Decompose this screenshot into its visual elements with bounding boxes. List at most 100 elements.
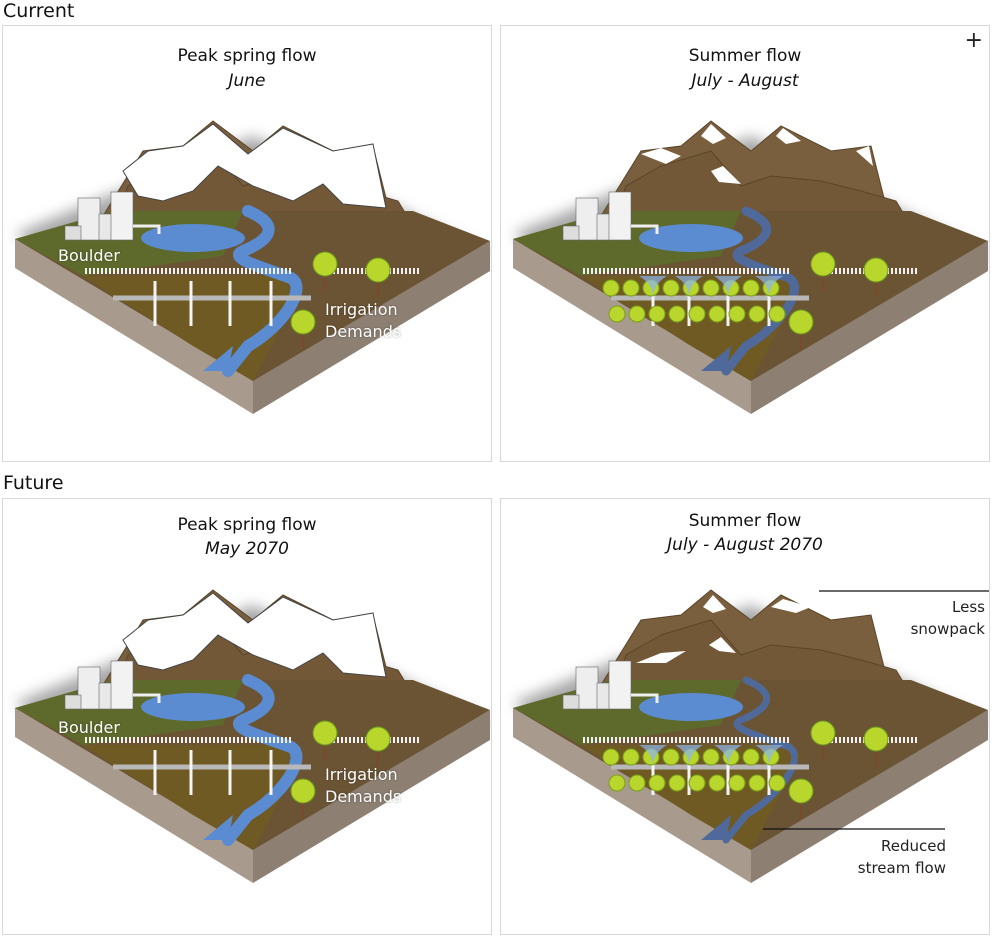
panel-subtitle: May 2070: [205, 539, 289, 559]
crop-bush: [628, 774, 646, 792]
crop-bush: [728, 305, 746, 323]
stream: [222, 205, 303, 377]
base-left-side: [513, 708, 751, 883]
water-pipe: [631, 693, 659, 703]
landscape-illustration: [15, 120, 490, 414]
crop-bush: [648, 305, 666, 323]
irrigation-label-line1: Irrigation: [325, 300, 398, 319]
tree-canopy: [365, 257, 391, 283]
stream-mouth: [203, 815, 233, 840]
crop-bush: [662, 279, 680, 297]
crop-bush: [622, 748, 640, 766]
panel-title: Peak spring flow: [177, 46, 317, 66]
crop-bush: [708, 774, 726, 792]
sprinkler-spray: [675, 276, 703, 298]
crop-bush: [662, 748, 680, 766]
farm-field: [581, 276, 801, 381]
city-building: [77, 666, 101, 710]
tree-canopy: [810, 720, 836, 746]
section-label-future: Future: [3, 472, 64, 494]
crop-bush: [608, 305, 626, 323]
snowpack: [641, 148, 681, 164]
panel-current-spring: Peak spring flow June Boulder Irrigation…: [2, 25, 492, 462]
crop-bush: [748, 774, 766, 792]
plus-icon[interactable]: +: [964, 28, 983, 53]
panel-future-summer: Summer flow July - August 2070 Less snow…: [500, 498, 990, 935]
snowpack: [122, 592, 387, 678]
crop-bush: [742, 279, 760, 297]
stream-annotation-line1: Reduced: [880, 837, 946, 855]
crop-bush: [688, 305, 706, 323]
city-building: [608, 660, 632, 710]
snowpack: [703, 595, 726, 613]
crop-bush: [668, 774, 686, 792]
snowpack: [771, 599, 811, 613]
crop-bush: [628, 305, 646, 323]
crop-bush: [708, 305, 726, 323]
irrigation-label-line2: Demands: [325, 322, 402, 341]
tree-canopy: [312, 251, 338, 277]
water-pipe: [133, 224, 161, 234]
sprinkler-spray: [755, 276, 783, 298]
city-label: Boulder: [58, 718, 120, 737]
water-pipe: [133, 693, 161, 703]
panel-current-summer: Summer flow July - August +: [500, 25, 990, 462]
stream-annotation: Reduced stream flow: [858, 835, 946, 879]
tree-canopy: [810, 251, 836, 277]
crop-bush: [602, 279, 620, 297]
landscape-illustration: [15, 589, 490, 883]
lake: [639, 693, 743, 721]
scene-group: [15, 120, 490, 414]
lake: [141, 224, 245, 252]
base-right-side: [751, 710, 988, 883]
base-right-side: [253, 710, 490, 883]
scene-group: [513, 120, 988, 414]
snowpack-annotation: Less snowpack: [911, 596, 985, 640]
irrigation-label-line2: Demands: [325, 787, 402, 806]
crop-bush: [702, 279, 720, 297]
crop-bush: [608, 774, 626, 792]
snowpack: [122, 123, 387, 209]
stream-mouth: [701, 815, 731, 840]
tree-canopy: [290, 778, 316, 804]
crop-bush: [748, 305, 766, 323]
base-right-side: [751, 241, 988, 414]
sprinkler-spray: [755, 745, 783, 767]
city-building: [608, 191, 632, 241]
stream-mouth: [203, 346, 233, 371]
snowpack-annotation-line2: snowpack: [910, 620, 985, 638]
scene-group: [513, 589, 988, 883]
snowpack: [856, 146, 873, 166]
scene-group: [15, 589, 490, 883]
snowpack: [776, 128, 801, 144]
panel-title: Peak spring flow: [177, 515, 317, 535]
city-building: [64, 225, 82, 241]
section-label-current: Current: [3, 0, 75, 22]
city-building: [562, 225, 580, 241]
crop-bush: [622, 279, 640, 297]
city-building: [77, 197, 101, 241]
stream-mouth: [701, 346, 731, 371]
tree-canopy: [365, 726, 391, 752]
tree-canopy: [290, 309, 316, 335]
crop-bush: [602, 748, 620, 766]
panel-title: Summer flow: [688, 46, 802, 66]
city-label: Boulder: [58, 246, 120, 265]
crop-bush: [728, 774, 746, 792]
landscape-illustration: [513, 120, 988, 414]
snowpack-annotation-line1: Less: [952, 598, 985, 616]
snowpack: [701, 124, 726, 144]
sprinkler-spray: [714, 745, 742, 767]
crop-bush: [648, 774, 666, 792]
panel-title: Summer flow: [688, 511, 802, 531]
base-left-side: [513, 239, 751, 414]
panel-subtitle: July - August 2070: [667, 535, 823, 555]
stream-annotation-line2: stream flow: [857, 859, 946, 877]
farm-field: [581, 745, 801, 850]
crop-bush: [742, 748, 760, 766]
snowpack: [711, 166, 741, 184]
city-building: [110, 660, 134, 710]
lake: [141, 693, 245, 721]
sprinkler-spray: [675, 745, 703, 767]
crop-bush: [688, 774, 706, 792]
